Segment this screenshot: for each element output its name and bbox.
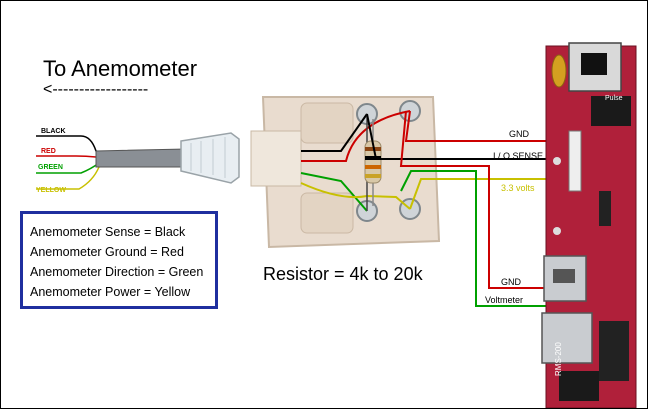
board-label-gnd-top: GND	[509, 129, 529, 139]
color-legend: Anemometer Sense = Black Anemometer Grou…	[20, 211, 218, 309]
legend-item-direction: Anemometer Direction = Green	[30, 265, 204, 279]
wire-label-yellow: YELLOW	[36, 187, 66, 194]
legend-item-ground: Anemometer Ground = Red	[30, 245, 184, 259]
board-label-io-sense: I / O SENSE	[493, 151, 544, 161]
rj-plug	[180, 132, 240, 184]
wire-label-black: BLACK	[41, 128, 66, 135]
board-wires	[366, 110, 546, 307]
diagram-title: To Anemometer	[43, 56, 198, 81]
board-model-label: RMS-200	[554, 342, 563, 376]
flat-cable	[95, 148, 187, 168]
wire-label-green: GREEN	[38, 164, 63, 171]
board-chip-pulse: Pulse	[605, 95, 623, 102]
resistor-label: Resistor = 4k to 20k	[263, 264, 423, 284]
board-label-voltmeter: Voltmeter	[485, 295, 524, 305]
direction-arrow: <------------------	[43, 81, 149, 98]
legend-item-sense: Anemometer Sense = Black	[30, 225, 186, 239]
wire-label-red: RED	[41, 148, 56, 155]
junction-box	[250, 96, 441, 249]
board-label-volts: 3.3 volts	[501, 183, 535, 193]
circuit-board	[541, 42, 637, 408]
legend-item-power: Anemometer Power = Yellow	[30, 285, 191, 299]
board-label-gnd-bottom: GND	[501, 277, 521, 287]
